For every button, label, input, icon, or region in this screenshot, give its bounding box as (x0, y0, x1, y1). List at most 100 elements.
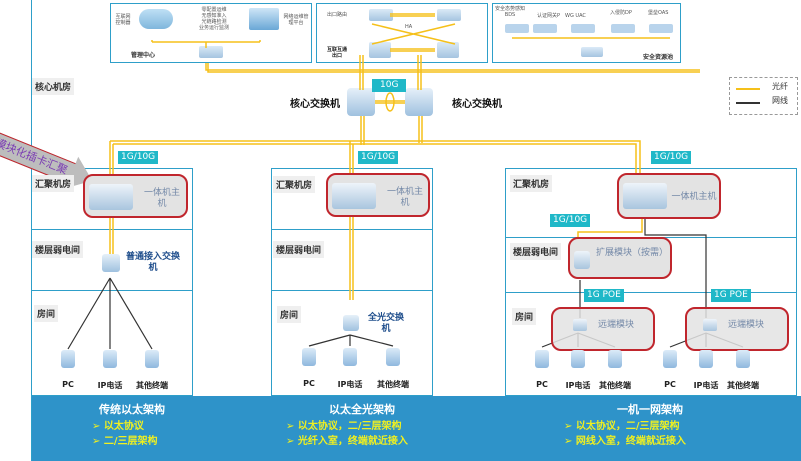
remote-module-icon (573, 319, 587, 331)
col2-cable-fanout (308, 334, 394, 347)
pc-icon (535, 350, 549, 368)
interconnect-egress-label: 互联互通出口 (327, 47, 348, 59)
core-to-agg-bus (110, 140, 641, 175)
legend-fiber-swatch (736, 88, 760, 90)
bullet-text: 以太协议 (103, 421, 144, 432)
security-pool-panel: 安全态势感知BDS 认证网关P WG UAC 入侵防DP 堡垒OAS 安全资源池 (492, 3, 681, 63)
core-left-drop (360, 116, 365, 145)
firewall-icon (369, 42, 391, 58)
other-terminal-icon (736, 350, 750, 368)
col3-aggregation-label-text: 一体机主机 (671, 192, 717, 202)
pc-icon (61, 350, 75, 368)
firewall-icon (437, 42, 459, 58)
col2-aggregation-label: 汇聚机房 (273, 176, 316, 193)
feature-text: 业务运行监测 (198, 25, 229, 31)
terminal-label: PC (664, 380, 676, 389)
expansion-module-label: 扩展模块（按需） (596, 248, 669, 258)
mgmt-switch-icon (199, 46, 223, 58)
col2-room-zone (271, 290, 433, 396)
ip-phone-icon (699, 350, 713, 368)
expansion-module-icon (574, 251, 590, 269)
col2-all-optical-switch-label: 全光交换机 (367, 313, 404, 334)
bullet-text: 以太协议，二/三层架构 (575, 421, 680, 432)
core-switch-left-label: 核心交换机 (290, 99, 340, 110)
col2-aggregation-label-text: 一体机主机 (386, 187, 423, 208)
legend: 光纤 网线 (729, 77, 798, 115)
col3-remote-module: 远端模块 (685, 307, 789, 351)
col1-room-label: 房间 (34, 305, 59, 322)
col1-uplink-tag: 1G/10G (118, 151, 159, 164)
legend-fiber-label: 光纤 (772, 82, 788, 91)
col3-floor-label: 楼层弱电间 (510, 243, 562, 260)
core-right-drop (418, 116, 423, 143)
security-appliance-icon (533, 24, 557, 33)
terminal-label: PC (303, 379, 315, 388)
col2-uplink (349, 141, 354, 300)
col2-room-label: 房间 (277, 306, 302, 323)
col2-footer-bullet: ➢ 光纤入室，终端就近接入 (286, 432, 408, 447)
bullet-icon: ➢ (564, 436, 573, 447)
col3-expansion-module: 扩展模块（按需） (568, 237, 672, 279)
top-fiber-bus (205, 63, 700, 73)
remote-module-label: 远端模块 (597, 320, 634, 330)
terminal-label: PC (536, 380, 548, 389)
controller-device-icon (139, 9, 173, 29)
col3-uplink-tag: 1G/10G (651, 151, 692, 164)
col1-footer-title: 传统以太架构 (99, 403, 165, 416)
feature-text: 零配置运维 (201, 7, 227, 13)
ops-platform-icon (249, 8, 279, 30)
core-interlink (375, 100, 405, 104)
col2-footer-title: 以太全光架构 (329, 403, 395, 416)
router-icon (437, 9, 461, 21)
col3-footer-bullet: ➢ 网线入室，终端就近接入 (564, 432, 686, 447)
col3-aggregation-label: 汇聚机房 (510, 175, 553, 192)
col3-aggregation-host: 一体机主机 (617, 173, 721, 219)
col3-remote-module: 远端模块 (551, 307, 655, 351)
ha-links (371, 13, 456, 52)
col1-cable-fanout (67, 277, 153, 350)
security-pool-title: 安全资源池 (643, 54, 674, 61)
col2-footer-bullet: ➢ 以太协议，二/三层架构 (286, 417, 402, 432)
security-appliance-icon (571, 24, 595, 33)
chassis-switch-icon (89, 184, 133, 210)
col3-downlink-tag: 1G/10G (550, 214, 591, 227)
security-device-label: 安全态势感知BDS (495, 6, 526, 18)
security-appliance-icon (505, 24, 529, 33)
ops-platform-label: 网络运维管理平台 (283, 14, 309, 26)
col3-poe-tag: 1G POE (584, 289, 624, 302)
security-device-label: WG UAC (565, 13, 586, 19)
ip-phone-icon (103, 350, 117, 368)
all-optical-switch-icon (343, 315, 359, 331)
bullet-icon: ➢ (92, 436, 101, 447)
access-switch-icon (102, 254, 120, 272)
chassis-switch-icon (332, 183, 376, 209)
terminal-label: PC (62, 380, 74, 389)
col1-aggregation-host: 一体机主机 (83, 174, 188, 218)
remote-module-label: 远端模块 (727, 320, 764, 330)
col3-footer-bullet: ➢ 以太协议，二/三层架构 (564, 417, 680, 432)
chassis-switch-icon (623, 183, 667, 209)
terminal-label: 其他终端 (377, 380, 409, 389)
col3-room-zone (505, 292, 797, 396)
bullet-text: 网线入室，终端就近接入 (575, 436, 686, 447)
other-terminal-icon (386, 348, 400, 366)
security-appliance-icon (611, 24, 635, 33)
col2-aggregation-host: 一体机主机 (326, 173, 430, 217)
security-device-label: 认证网关P (537, 13, 561, 19)
bullet-text: 以太协议，二/三层架构 (297, 421, 402, 432)
ha-label: HA (405, 24, 413, 30)
other-terminal-icon (608, 350, 622, 368)
egress-panel: 出口路由 HA 互联互通出口 (316, 3, 488, 63)
core-link-tag: 10G (372, 79, 407, 92)
terminal-label: 其他终端 (599, 381, 631, 390)
terminal-label: 其他终端 (727, 381, 759, 390)
security-device-label: 堡垒OAS (648, 10, 669, 16)
col1-aggregation-label-text: 一体机主机 (143, 188, 180, 209)
col1-floor-label: 楼层弱电间 (32, 241, 84, 258)
management-center-panel: 互联网控制器 零配置运维 无感知准入 光链路检测 业务运行监测 网络运维管理平台… (110, 3, 312, 63)
col2-uplink-tag: 1G/10G (358, 151, 399, 164)
bullet-icon: ➢ (286, 436, 295, 447)
terminal-label: 其他终端 (136, 381, 168, 390)
lag-ellipse (385, 92, 395, 112)
egress-router-label: 出口路由 (327, 12, 348, 18)
